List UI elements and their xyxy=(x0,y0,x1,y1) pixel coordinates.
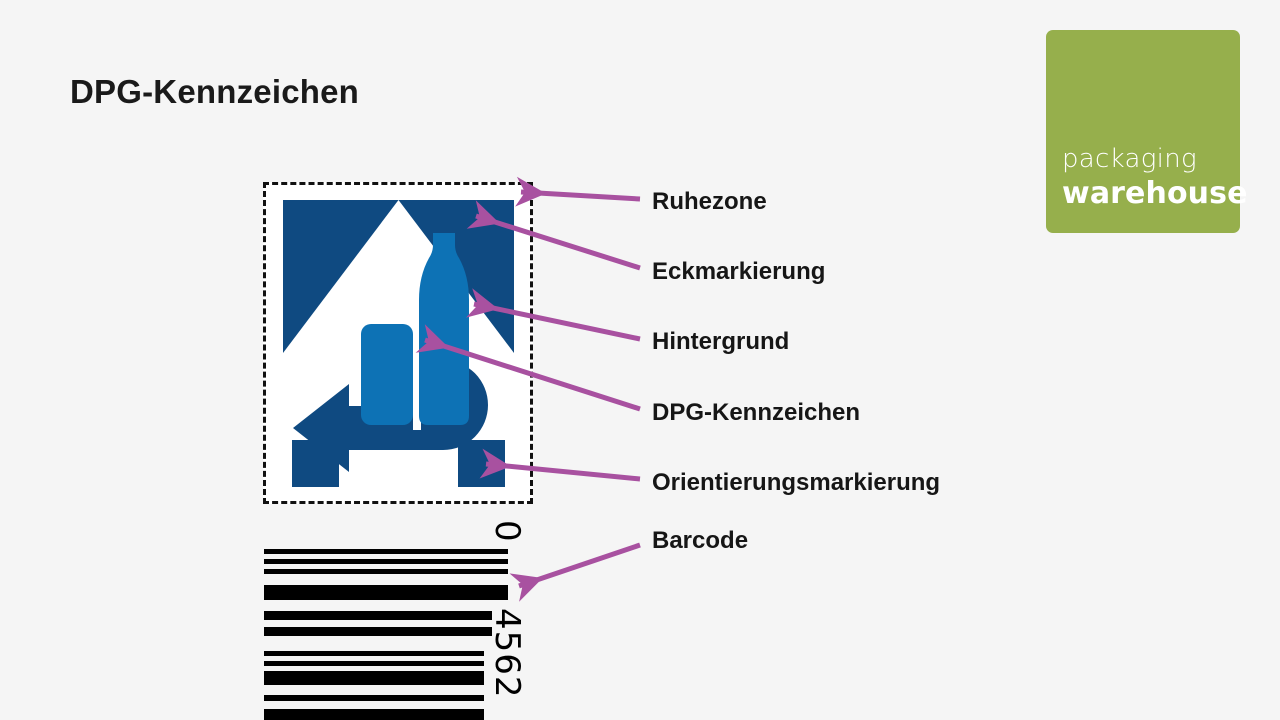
barcode-bar xyxy=(264,569,508,574)
dpg-mark xyxy=(263,182,533,504)
barcode-bar xyxy=(264,611,492,620)
orientation-marking-right xyxy=(458,440,505,487)
callout-label-orientierungsmarkierung: Orientierungsmarkierung xyxy=(652,469,941,496)
barcode-bar xyxy=(264,627,492,636)
page-title: DPG-Kennzeichen xyxy=(70,73,360,110)
orientation-marking-left xyxy=(292,440,339,487)
brand-logo-line1: packaging xyxy=(1062,144,1197,174)
barcode-bar xyxy=(264,651,484,656)
barcode-digits: 0 4562 xyxy=(487,512,529,720)
barcode-bar xyxy=(264,695,484,701)
barcode-digit-main: 4562 xyxy=(487,608,527,699)
brand-logo: packaging warehouse xyxy=(1046,30,1247,233)
barcode xyxy=(264,549,514,720)
arrow-ruhezone xyxy=(515,176,641,207)
barcode-bar xyxy=(264,661,484,666)
callout-label-eckmarkierung: Eckmarkierung xyxy=(652,258,826,285)
callout-label-barcode: Barcode xyxy=(652,527,749,554)
barcode-bar xyxy=(264,559,508,564)
barcode-bar xyxy=(264,585,508,600)
callout-label-ruhezone: Ruhezone xyxy=(652,188,767,215)
can-icon xyxy=(361,324,413,425)
callout-label-dpg-kennzeichen: DPG-Kennzeichen xyxy=(652,399,861,426)
barcode-bar xyxy=(264,549,508,554)
arrow-barcode xyxy=(509,542,641,602)
callout-label-hintergrund: Hintergrund xyxy=(652,328,790,355)
barcode-digit-checksum: 0 xyxy=(487,520,527,543)
barcode-bar xyxy=(264,709,484,720)
barcode-bar xyxy=(264,671,484,685)
brand-logo-line2: warehouse xyxy=(1062,176,1248,211)
dpg-symbol xyxy=(283,200,514,487)
